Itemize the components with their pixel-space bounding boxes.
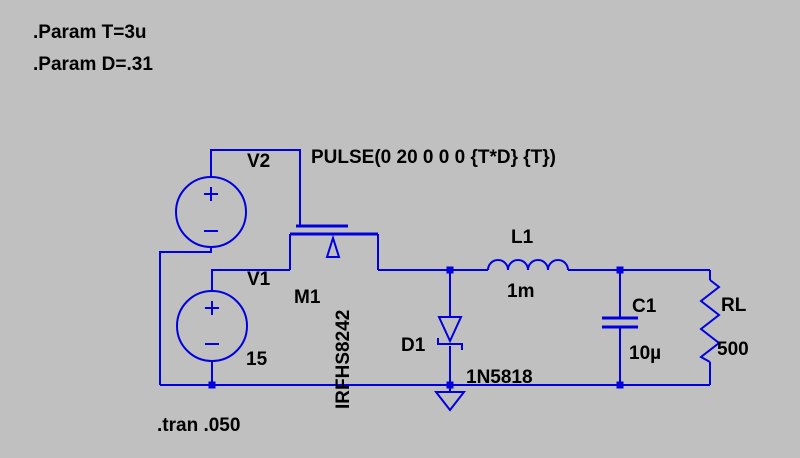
rl-name-label[interactable]: RL (721, 295, 747, 316)
v2-value-label[interactable]: PULSE(0 20 0 0 0 {T*D} {T}) (311, 147, 556, 168)
diode-triangle (437, 316, 463, 344)
ground-symbol[interactable] (433, 391, 467, 412)
directive-param-t[interactable]: .Param T=3u (33, 22, 147, 43)
rl-value-label[interactable]: 500 (717, 339, 749, 360)
directive-tran[interactable]: .tran .050 (157, 415, 241, 436)
c1-name-label[interactable]: C1 (632, 296, 657, 317)
junction-dot (446, 381, 454, 389)
junction-dots (208, 266, 624, 389)
v1-name-label[interactable]: V1 (247, 269, 271, 290)
junction-dot (208, 381, 216, 389)
d1-value-label[interactable]: 1N5818 (466, 367, 533, 388)
d1-diode-symbol[interactable] (437, 316, 463, 350)
directive-param-d[interactable]: .Param D=.31 (33, 54, 153, 75)
wire-v2-to-gate[interactable] (210, 149, 301, 226)
wire-v2-minus-to-ground-rail[interactable] (159, 247, 212, 385)
l1-name-label[interactable]: L1 (511, 227, 534, 248)
m1-mosfet-symbol[interactable] (289, 224, 379, 270)
rl-resistor-symbol[interactable] (699, 279, 721, 363)
m1-name-label[interactable]: M1 (294, 287, 321, 308)
c1-capacitor-symbol[interactable] (602, 316, 638, 329)
v1-voltage-source-symbol[interactable] (176, 290, 248, 362)
l1-inductor-symbol[interactable] (487, 259, 569, 271)
v1-value-label[interactable]: 15 (246, 349, 268, 370)
junction-dot (616, 266, 624, 274)
cathode-bar (437, 338, 463, 350)
junction-dot (446, 266, 454, 274)
wire-v1-plus-to-drain[interactable] (211, 269, 290, 291)
v2-voltage-source-symbol[interactable] (175, 176, 247, 248)
wires (159, 149, 711, 392)
m1-value-label[interactable]: IRFHS8242 (333, 309, 354, 409)
body-arrow (325, 234, 341, 258)
v2-name-label[interactable]: V2 (247, 151, 271, 172)
l1-value-label[interactable]: 1m (507, 281, 535, 302)
c1-value-label[interactable]: 10µ (629, 343, 662, 364)
d1-name-label[interactable]: D1 (401, 335, 426, 356)
junction-dot (616, 381, 624, 389)
